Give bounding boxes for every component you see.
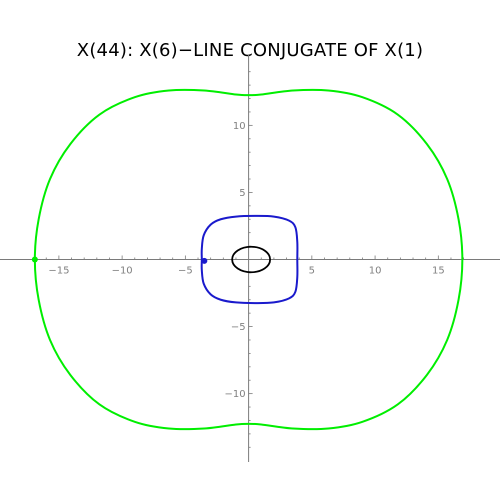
y-tick-label: −10 [224, 389, 245, 400]
x-tick-label: −5 [178, 266, 193, 277]
axes: −15 −10 −5 5 10 15 −10 −5 5 10 [0, 55, 500, 462]
y-tick-label: 10 [233, 121, 246, 132]
chart-title: X(44): X(6)−LINE CONJUGATE OF X(1) [76, 40, 424, 61]
x-tick-label: −15 [48, 266, 69, 277]
y-tick-label: 5 [239, 188, 245, 199]
x-tick-label: 15 [432, 266, 445, 277]
middle-curve-point-marker [201, 257, 208, 264]
y-tick-label: −5 [231, 322, 246, 333]
outer-curve-point-marker [31, 256, 38, 263]
x-tick-label: 10 [369, 266, 382, 277]
inner-ellipse [231, 245, 272, 274]
x-tick-label: −10 [112, 266, 133, 277]
marker-layer [31, 256, 208, 264]
x-tick-label: 5 [309, 266, 315, 277]
